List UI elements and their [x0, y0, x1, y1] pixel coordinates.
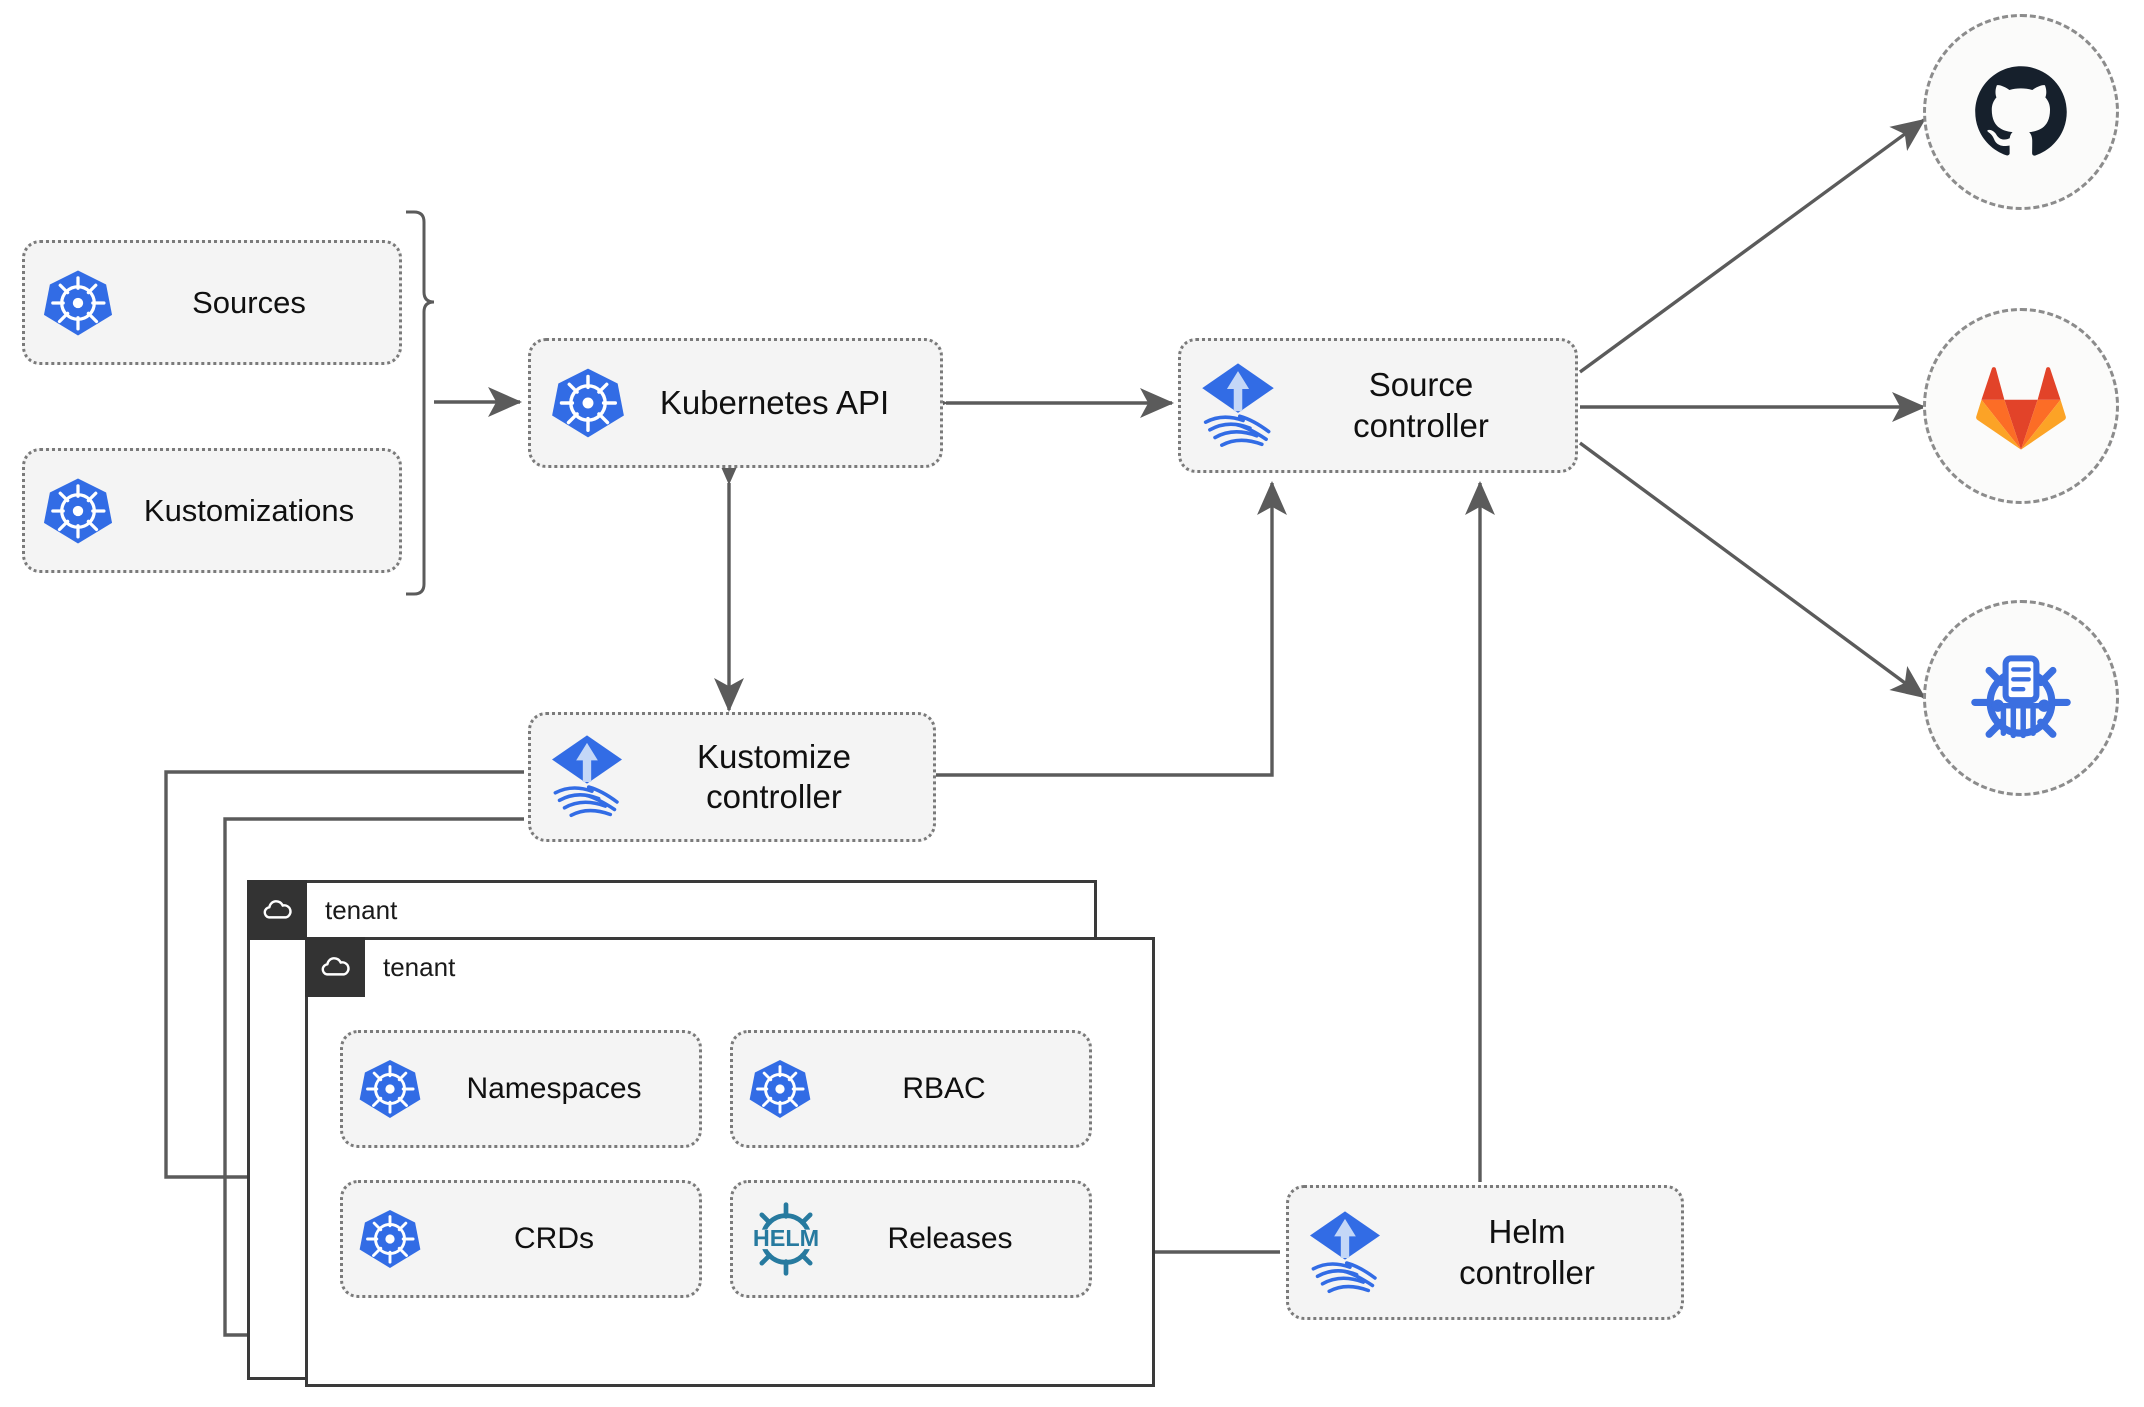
- node-kubernetes-api-label: Kubernetes API: [659, 383, 890, 421]
- tenant-outer-tab: tenant: [247, 880, 397, 940]
- helm-icon: HELM: [747, 1200, 825, 1278]
- node-crds[interactable]: CRDs: [340, 1180, 702, 1298]
- node-source-controller[interactable]: Source controller: [1178, 338, 1578, 473]
- node-kustomizations-label: Kustomizations: [143, 492, 355, 528]
- node-kustomize-controller-label: Kustomize controller: [696, 737, 852, 815]
- node-releases[interactable]: HELM Releases: [730, 1180, 1092, 1298]
- kubernetes-icon: [357, 1056, 423, 1122]
- edge-sources-bracket: [406, 210, 435, 596]
- kubernetes-icon: [41, 474, 115, 548]
- edge-kustomize-controller-to-source-controller: [935, 480, 1287, 777]
- tenant-inner-label: tenant: [383, 951, 456, 982]
- node-helm-controller-label: Helm controller: [1459, 1213, 1595, 1291]
- tenant-inner-tab: tenant: [305, 937, 455, 997]
- endpoint-github[interactable]: [1923, 14, 2119, 210]
- cloud-icon: [247, 880, 307, 940]
- node-namespaces[interactable]: Namespaces: [340, 1030, 702, 1148]
- node-crds-label: CRDs: [514, 1221, 594, 1255]
- helm-repository-icon: [1971, 655, 2071, 739]
- flux-icon: [1303, 1208, 1387, 1298]
- node-helm-controller[interactable]: Helm controller: [1286, 1185, 1684, 1320]
- svg-text:HELM: HELM: [753, 1225, 819, 1251]
- kubernetes-icon: [357, 1206, 423, 1272]
- node-kustomize-controller[interactable]: Kustomize controller: [528, 712, 936, 842]
- endpoint-gitlab[interactable]: [1923, 308, 2119, 504]
- node-rbac-label: RBAC: [902, 1071, 986, 1105]
- github-icon: [1975, 66, 2067, 156]
- flux-icon: [1195, 360, 1281, 452]
- flux-icon: [545, 732, 629, 822]
- node-rbac[interactable]: RBAC: [730, 1030, 1092, 1148]
- gitlab-icon: [1976, 367, 2066, 450]
- node-releases-label: Releases: [887, 1221, 1013, 1255]
- node-kubernetes-api[interactable]: Kubernetes API: [528, 338, 943, 468]
- kubernetes-icon: [549, 364, 627, 442]
- tenant-outer-label: tenant: [325, 894, 398, 925]
- cloud-icon: [305, 937, 365, 997]
- node-source-controller-label: Source controller: [1353, 366, 1489, 444]
- edge-source-controller-to-github: [1578, 118, 1926, 374]
- kubernetes-icon: [41, 266, 115, 340]
- tenant-inner-container: tenant: [305, 937, 1155, 1387]
- endpoint-helm-repository[interactable]: [1923, 600, 2119, 796]
- node-namespaces-label: Namespaces: [466, 1071, 642, 1105]
- node-sources-label: Sources: [192, 284, 306, 320]
- node-sources[interactable]: Sources: [22, 240, 402, 365]
- edge-source-controller-to-helm-repository: [1578, 441, 1926, 699]
- node-kustomizations[interactable]: Kustomizations: [22, 448, 402, 573]
- kubernetes-icon: [747, 1056, 813, 1122]
